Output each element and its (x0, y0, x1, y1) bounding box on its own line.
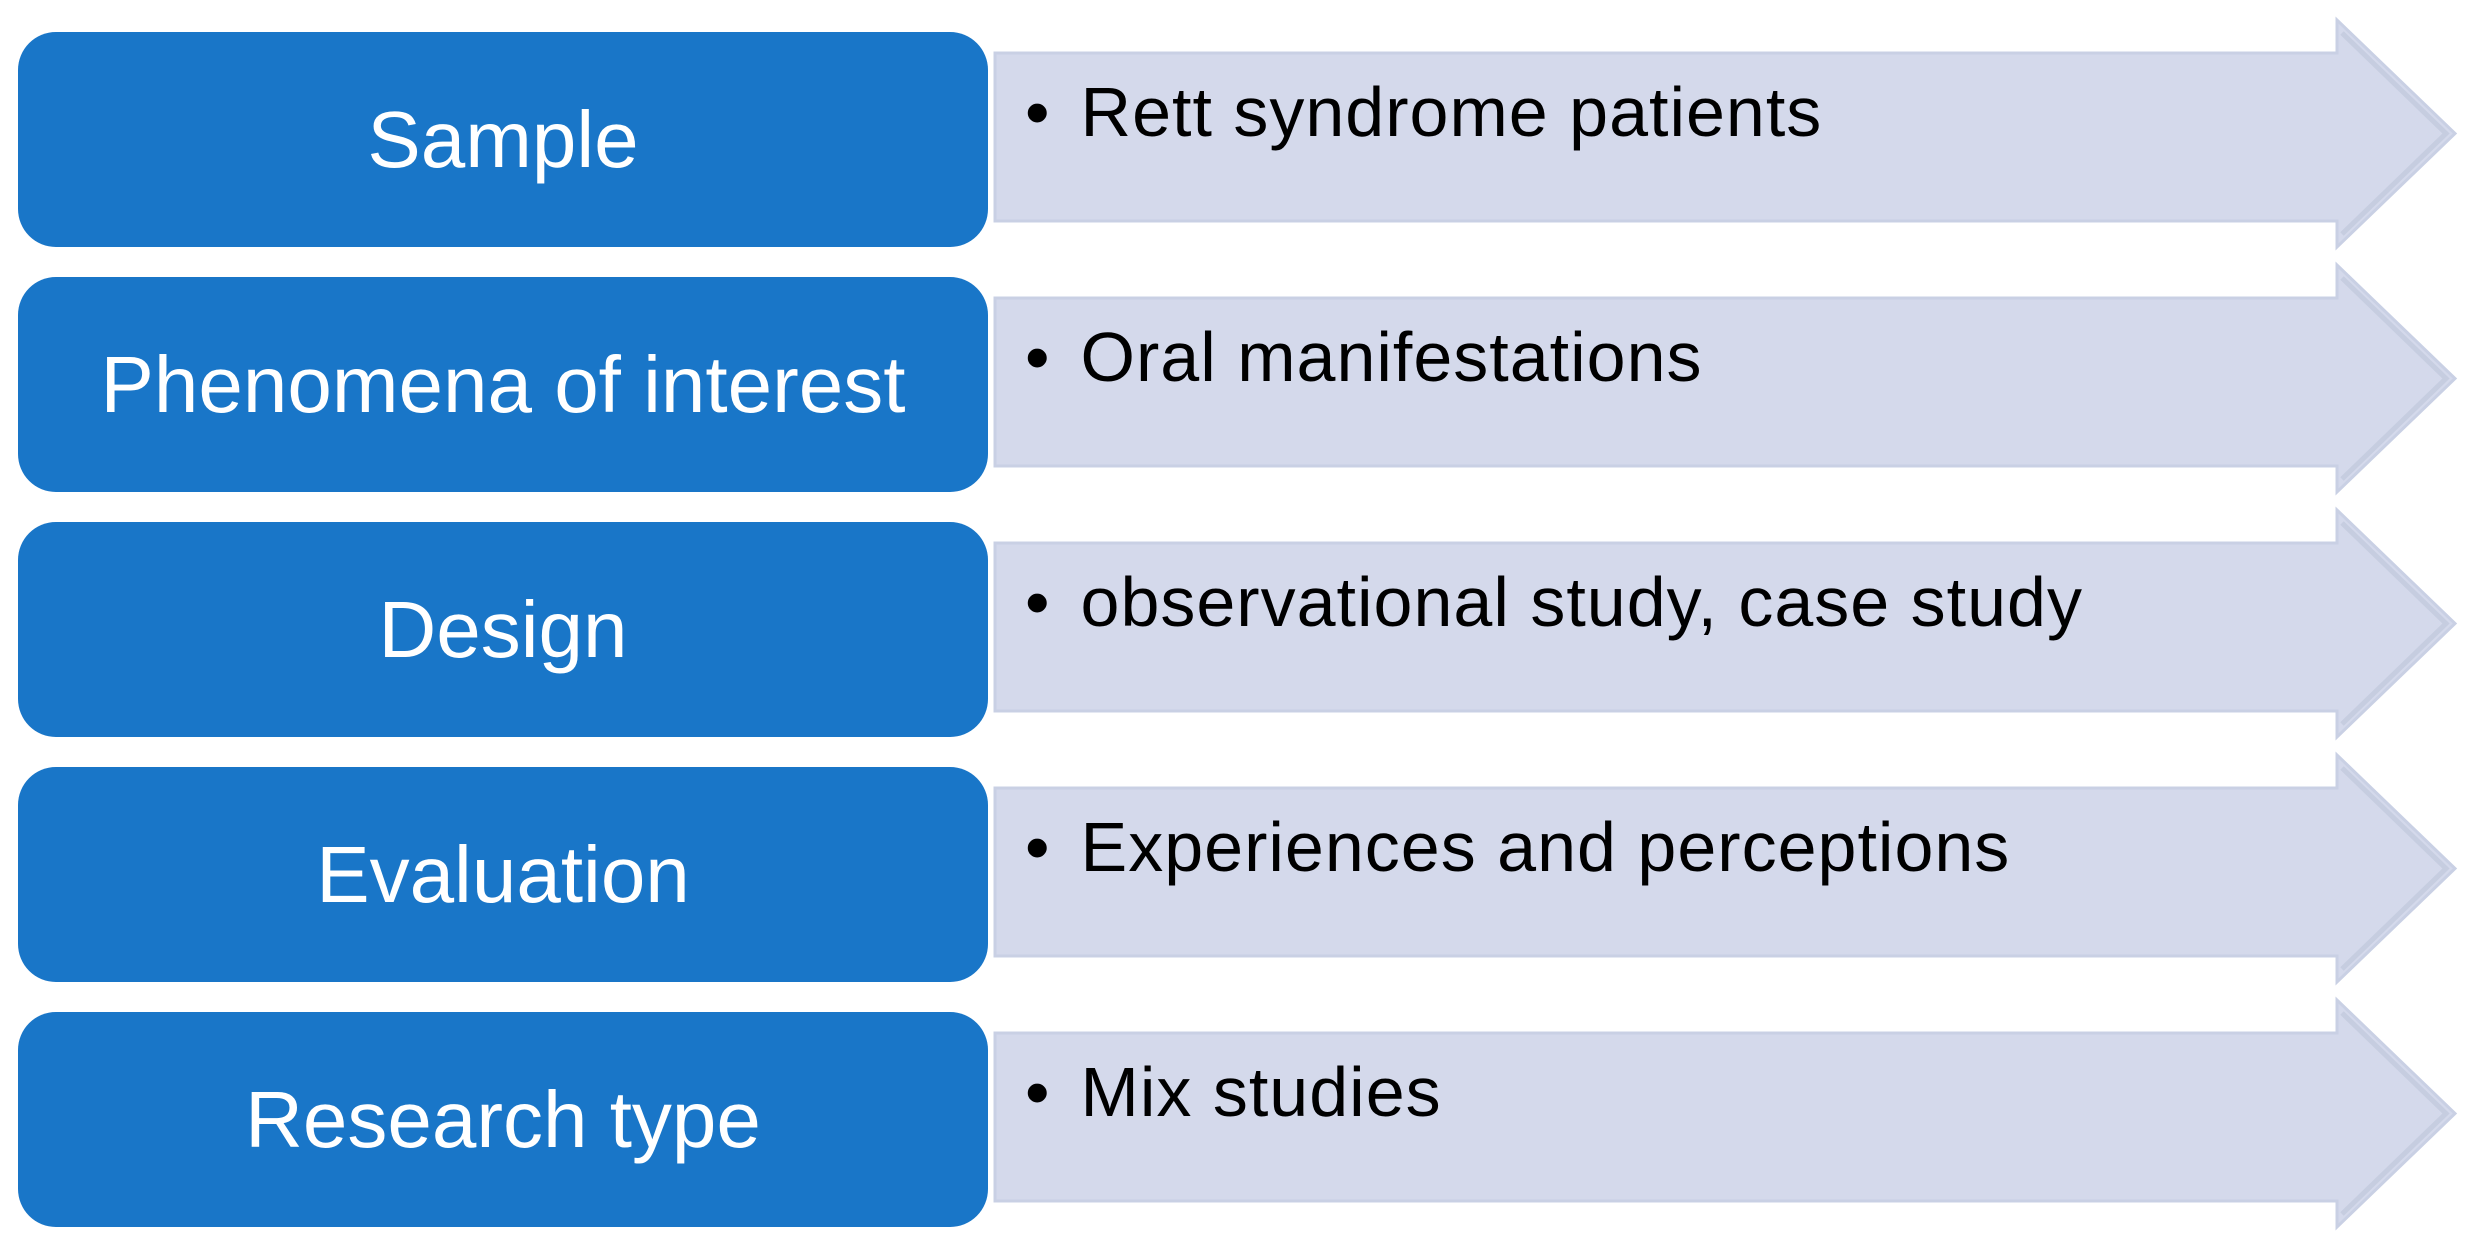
bullet-icon: • (1025, 808, 1051, 886)
arrow-right-shape (993, 751, 2458, 986)
bullet-text: observational study, case study (1080, 563, 2083, 641)
stage-box-phenomena-of-interest: Phenomena of interest (18, 277, 988, 492)
stage-box-design: Design (18, 522, 988, 737)
arrow-right-shape (993, 996, 2458, 1231)
process-row-phenomena: Phenomena of interest • Oral manifestati… (0, 261, 2475, 496)
arrow-right-shape (993, 16, 2458, 251)
bullet-text: Rett syndrome patients (1080, 73, 1823, 151)
arrow-right-shape (993, 261, 2458, 496)
process-row-design: Design • observational study, case study (0, 506, 2475, 741)
bullet-item-sample: • Rett syndrome patients (1025, 72, 1822, 153)
stage-label: Evaluation (316, 829, 690, 919)
bullet-item-design: • observational study, case study (1025, 562, 2083, 643)
stage-box-research-type: Research type (18, 1012, 988, 1227)
bullet-item-evaluation: • Experiences and perceptions (1025, 807, 2010, 888)
stage-label: Phenomena of interest (100, 339, 906, 429)
bullet-item-research-type: • Mix studies (1025, 1052, 1442, 1133)
stage-label: Sample (367, 94, 639, 184)
bullet-icon: • (1025, 73, 1051, 151)
process-row-evaluation: Evaluation • Experiences and perceptions (0, 751, 2475, 986)
process-row-research-type: Research type • Mix studies (0, 996, 2475, 1231)
bullet-icon: • (1025, 318, 1051, 396)
bullet-text: Oral manifestations (1080, 318, 1703, 396)
process-row-sample: Sample • Rett syndrome patients (0, 16, 2475, 251)
bullet-icon: • (1025, 563, 1051, 641)
arrow-right-shape (993, 506, 2458, 741)
stage-label: Research type (245, 1074, 761, 1164)
stage-box-sample: Sample (18, 32, 988, 247)
stage-label: Design (378, 584, 628, 674)
stage-box-evaluation: Evaluation (18, 767, 988, 982)
bullet-text: Experiences and perceptions (1080, 808, 2011, 886)
bullet-icon: • (1025, 1053, 1051, 1131)
bullet-item-phenomena: • Oral manifestations (1025, 317, 1703, 398)
bullet-text: Mix studies (1080, 1053, 1442, 1131)
